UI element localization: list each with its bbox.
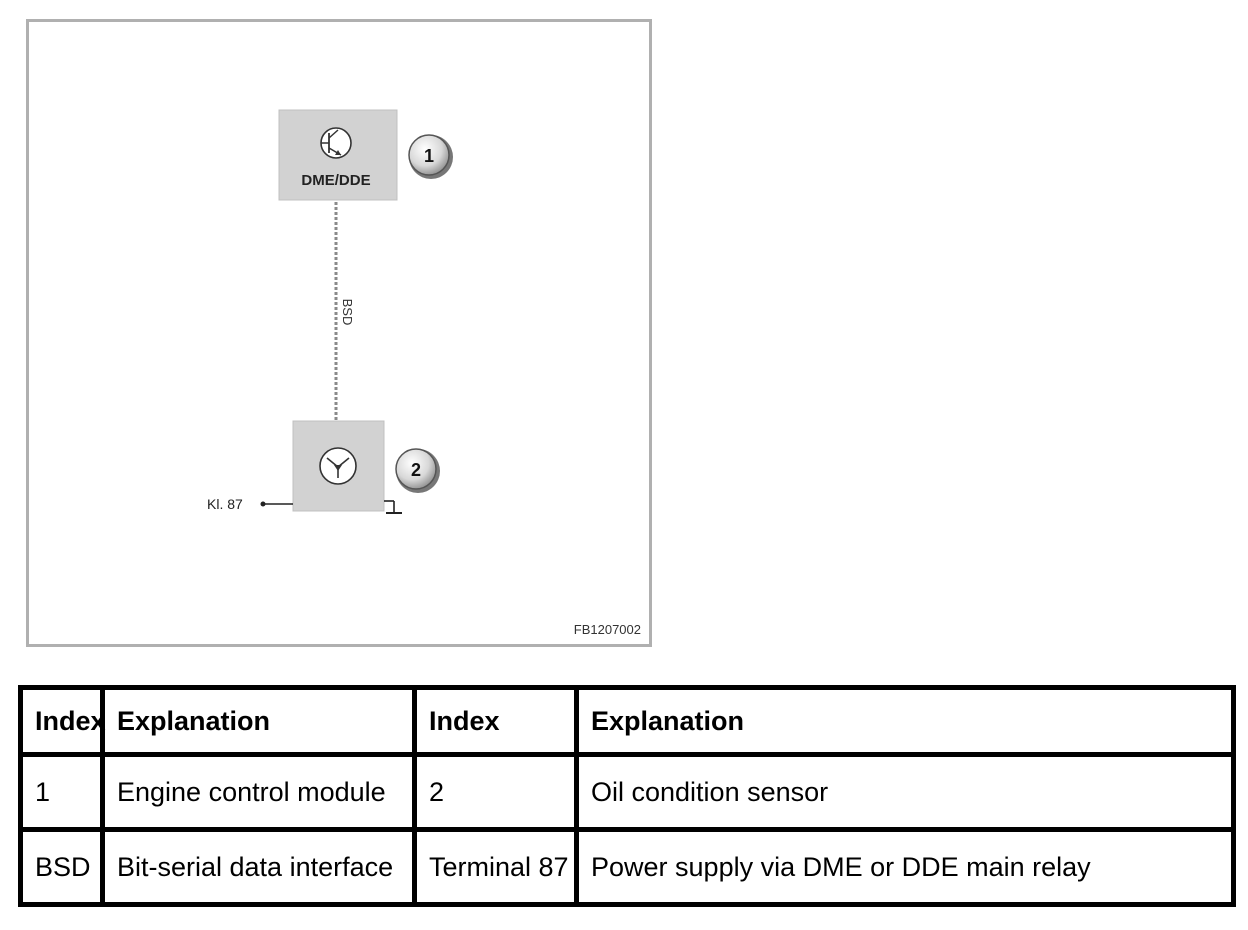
table-cell: Power supply via DME or DDE main relay <box>574 827 1236 907</box>
table-cell: Oil condition sensor <box>574 752 1236 832</box>
transistor-icon <box>320 127 352 159</box>
table-cell: 1 <box>18 752 105 832</box>
control-module-dme-dde: DME/DDE <box>278 109 398 201</box>
header-explanation-1: Explanation <box>100 685 417 757</box>
terminal-87-label: Kl. 87 <box>207 496 243 512</box>
wiring-diagram: BSD DME/DDE 1 <box>207 109 641 637</box>
badge-2: 2 <box>395 448 440 493</box>
sensor-symbol-icon <box>319 447 357 485</box>
badge-1: 1 <box>408 134 453 179</box>
table-row: BSD Bit-serial data interface Terminal 8… <box>18 827 1236 907</box>
legend-table: Index Explanation Index Explanation 1 En… <box>18 685 1236 907</box>
badge-1-number: 1 <box>424 146 434 166</box>
table-cell: BSD <box>18 827 105 907</box>
table-cell: Bit-serial data interface <box>100 827 417 907</box>
legend-header-row: Index Explanation Index Explanation <box>18 685 1236 757</box>
terminal-87-connection: Kl. 87 <box>207 496 293 512</box>
header-index-1: Index <box>18 685 106 757</box>
header-explanation-2: Explanation <box>574 685 1236 757</box>
header-index-2: Index <box>412 685 579 757</box>
table-cell: Terminal 87 <box>412 827 579 907</box>
diagram-frame: BSD DME/DDE 1 <box>26 19 652 647</box>
table-row: 1 Engine control module 2 Oil condition … <box>18 752 1236 832</box>
ground-icon <box>384 500 402 514</box>
control-module-label: DME/DDE <box>301 172 370 189</box>
oil-condition-sensor <box>292 420 385 512</box>
badge-2-number: 2 <box>411 460 421 480</box>
figure-id: FB1207002 <box>574 622 641 637</box>
table-cell: Engine control module <box>100 752 417 832</box>
table-cell: 2 <box>412 752 579 832</box>
bsd-bus-label: BSD <box>340 299 355 326</box>
